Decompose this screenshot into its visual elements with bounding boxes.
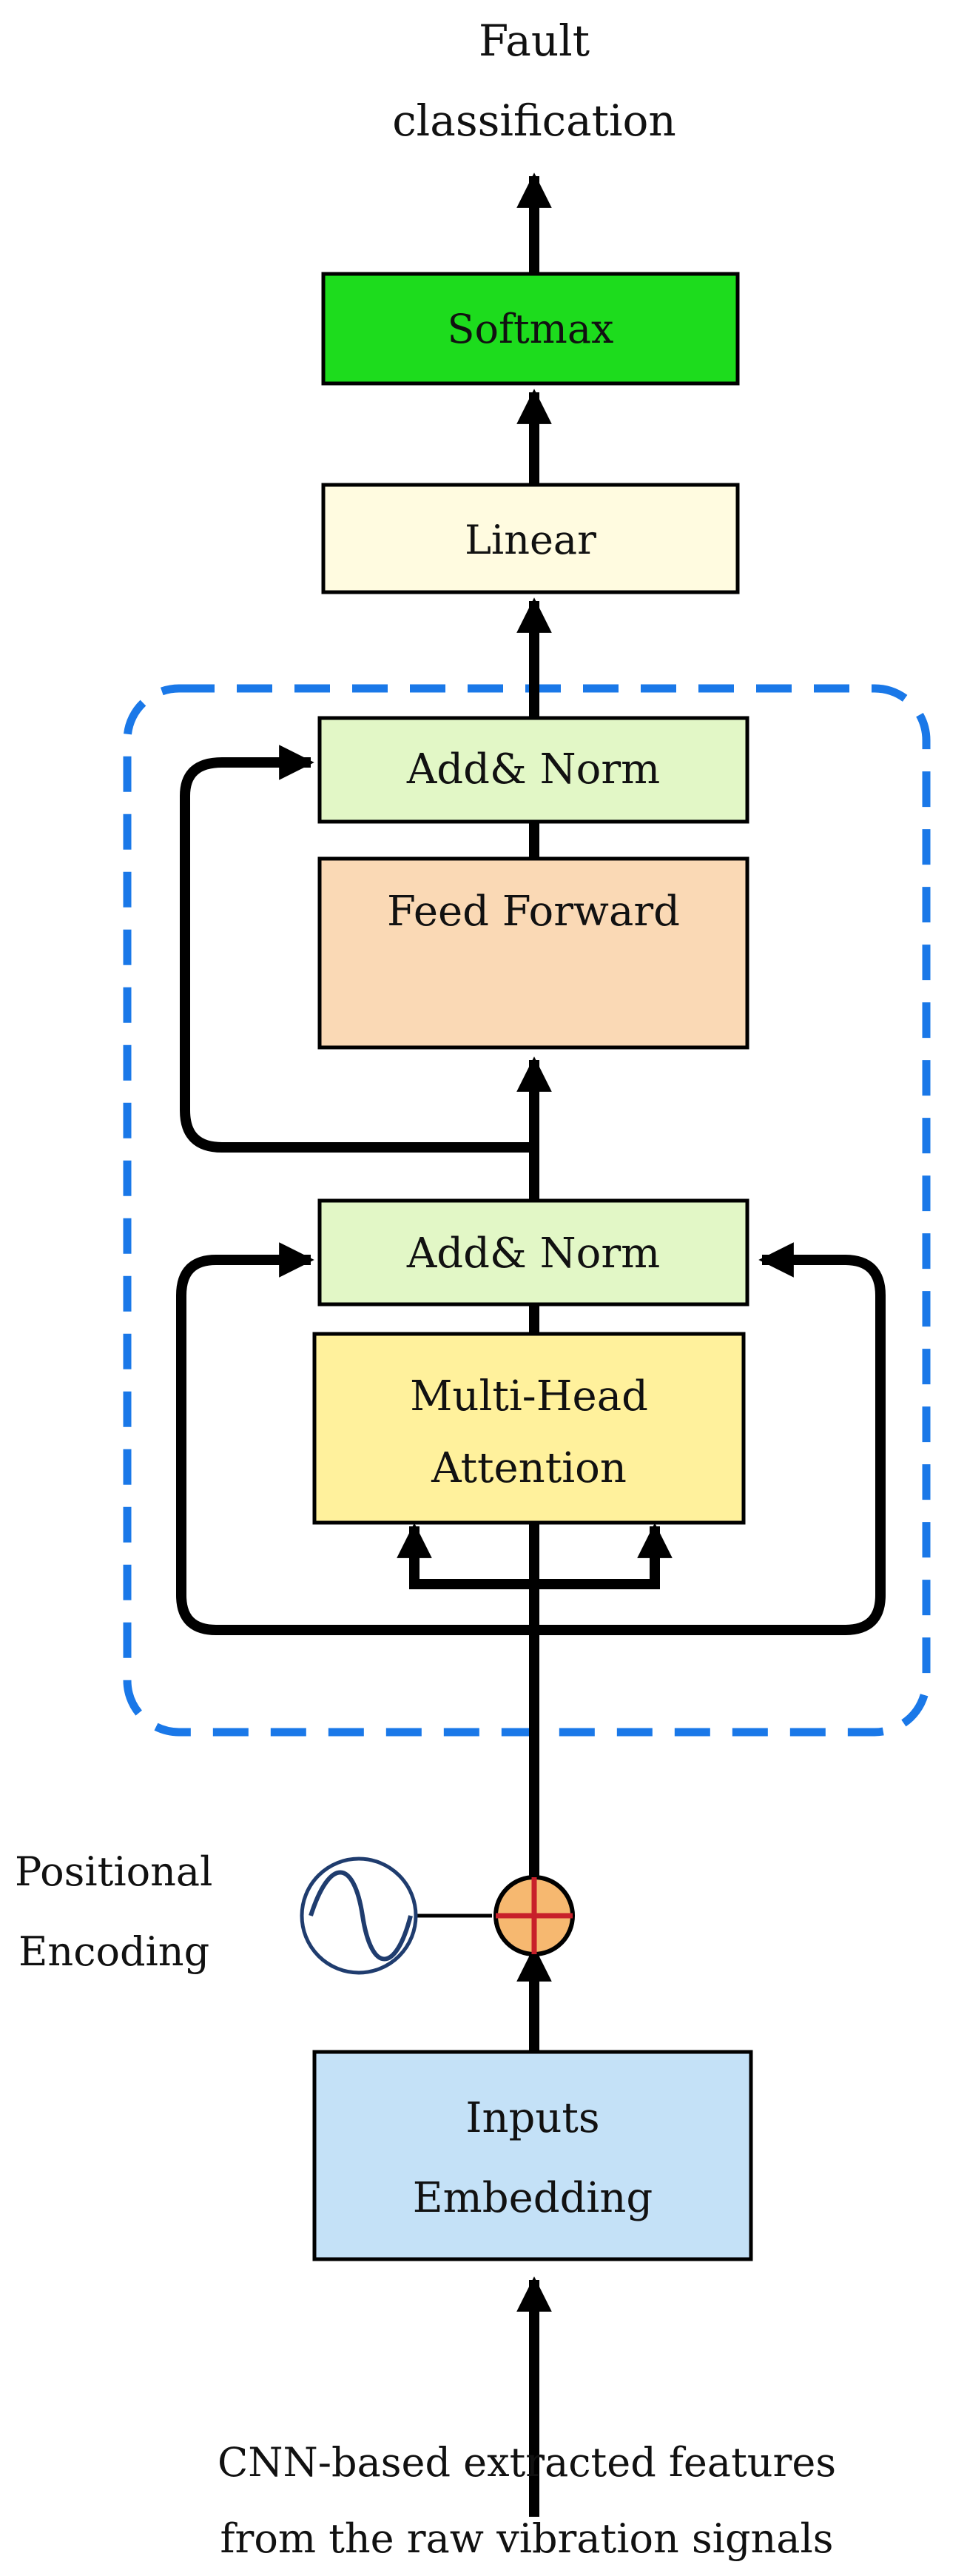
input-caption-line2: from the raw vibration signals bbox=[220, 2515, 834, 2562]
connectors bbox=[176, 172, 886, 2517]
arrow-residual-mha-right bbox=[534, 1242, 886, 1635]
feed-forward-block: Feed Forward bbox=[317, 856, 749, 1050]
add-operator-icon bbox=[493, 1875, 575, 1956]
add-norm-block-bottom: Add& Norm bbox=[317, 1198, 749, 1307]
arrow-mha-fork-left bbox=[397, 1523, 534, 1589]
input-caption-line1: CNN-based extracted features bbox=[218, 2439, 836, 2486]
positional-encoding-sine-icon bbox=[300, 1856, 418, 1975]
linear-label: Linear bbox=[465, 517, 596, 563]
arrow-residual-mha-left bbox=[176, 1242, 534, 1635]
softmax-block: Softmax bbox=[321, 272, 740, 386]
arrow-residual-ffn bbox=[180, 745, 534, 1153]
inputs-embedding-block: Inputs Embedding bbox=[312, 2050, 753, 2261]
feed-forward-label: Feed Forward bbox=[387, 888, 680, 936]
mha-label-line2: Attention bbox=[431, 1444, 627, 1492]
add-norm-bottom-label: Add& Norm bbox=[406, 1230, 660, 1278]
inputs-label-line2: Embedding bbox=[413, 2174, 653, 2222]
linear-block: Linear bbox=[321, 483, 740, 594]
encoder-layer-boundary bbox=[123, 684, 931, 1737]
multi-head-attention-block: Multi-Head Attention bbox=[312, 1332, 746, 1525]
arrow-mha-fork-right bbox=[534, 1523, 673, 1589]
add-norm-block-top: Add& Norm bbox=[317, 716, 749, 824]
output-label-line1: Fault bbox=[479, 16, 590, 66]
add-norm-top-label: Add& Norm bbox=[406, 745, 660, 794]
mha-label-line1: Multi-Head bbox=[410, 1372, 648, 1421]
positional-label-line2: Encoding bbox=[18, 1928, 209, 1975]
positional-label-line1: Positional bbox=[15, 1848, 212, 1895]
softmax-label: Softmax bbox=[447, 306, 613, 352]
output-label-line2: classification bbox=[392, 95, 676, 146]
inputs-label-line1: Inputs bbox=[465, 2094, 599, 2142]
